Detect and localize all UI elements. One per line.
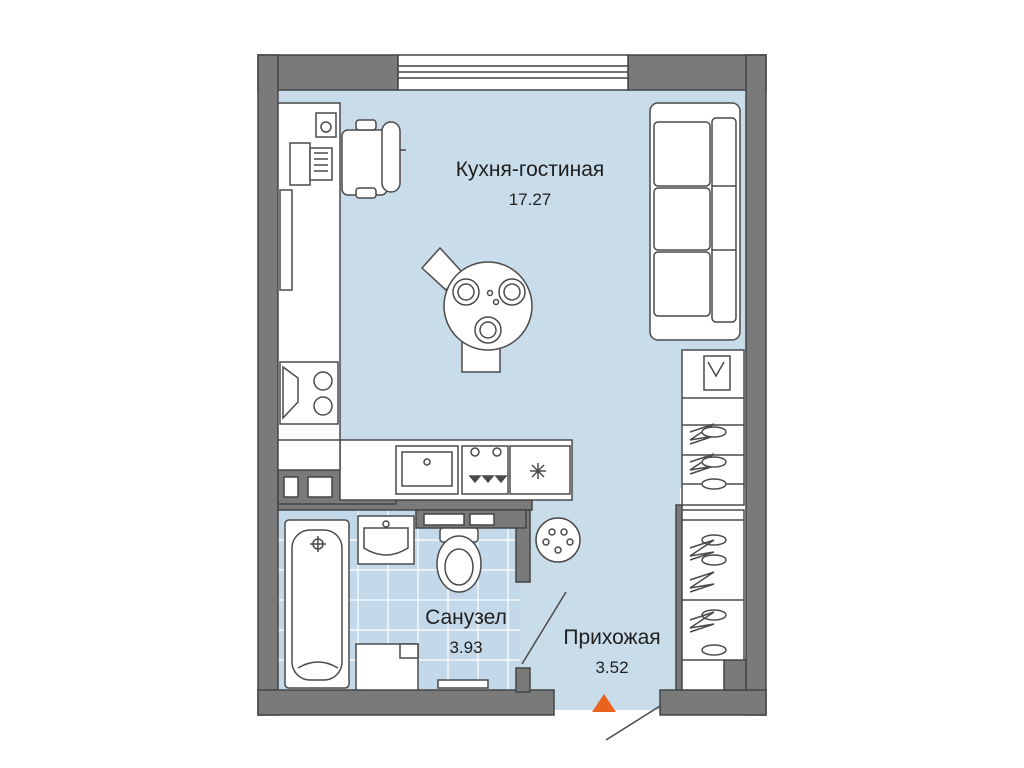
room-area-kitchen-living: 17.27 [508, 190, 552, 209]
room-area-bathroom: 3.93 [449, 638, 483, 657]
window [397, 54, 629, 91]
wall-top-right [627, 54, 767, 91]
wall-closet-stub [723, 659, 747, 691]
dining-table [420, 246, 533, 373]
desk-chair [341, 119, 406, 199]
wall-bottom-left [257, 689, 555, 716]
room-name-bathroom: Санузел [425, 606, 507, 629]
wall-left [257, 54, 279, 716]
room-name-kitchen-living: Кухня-гостиная [455, 158, 605, 181]
inner-walls [277, 499, 747, 693]
outer-walls [257, 54, 767, 716]
snowflake-icon [530, 463, 546, 479]
entrance-door [521, 591, 661, 741]
sofa [649, 102, 741, 341]
wall-right [745, 54, 767, 716]
bath-sink [357, 515, 415, 565]
laptop-icon [289, 142, 311, 186]
freezer [509, 445, 571, 495]
fridge-panel [279, 189, 293, 291]
kitchen-counter [277, 102, 573, 501]
wall-bath-hall-lower [515, 667, 531, 693]
room-name-hallway: Прихожая [563, 626, 661, 649]
bathtub [284, 519, 350, 689]
bath-cabinet [355, 643, 489, 691]
wall-bottom-right [659, 689, 767, 716]
washing-machine [535, 517, 581, 563]
room-area-hallway: 3.52 [595, 658, 629, 677]
wall-top-left [257, 54, 399, 91]
toilet [436, 527, 482, 593]
wardrobe-upper [681, 349, 745, 506]
entrance-arrow-icon [592, 694, 616, 712]
wardrobe-lower [681, 509, 745, 661]
desk [289, 112, 337, 186]
